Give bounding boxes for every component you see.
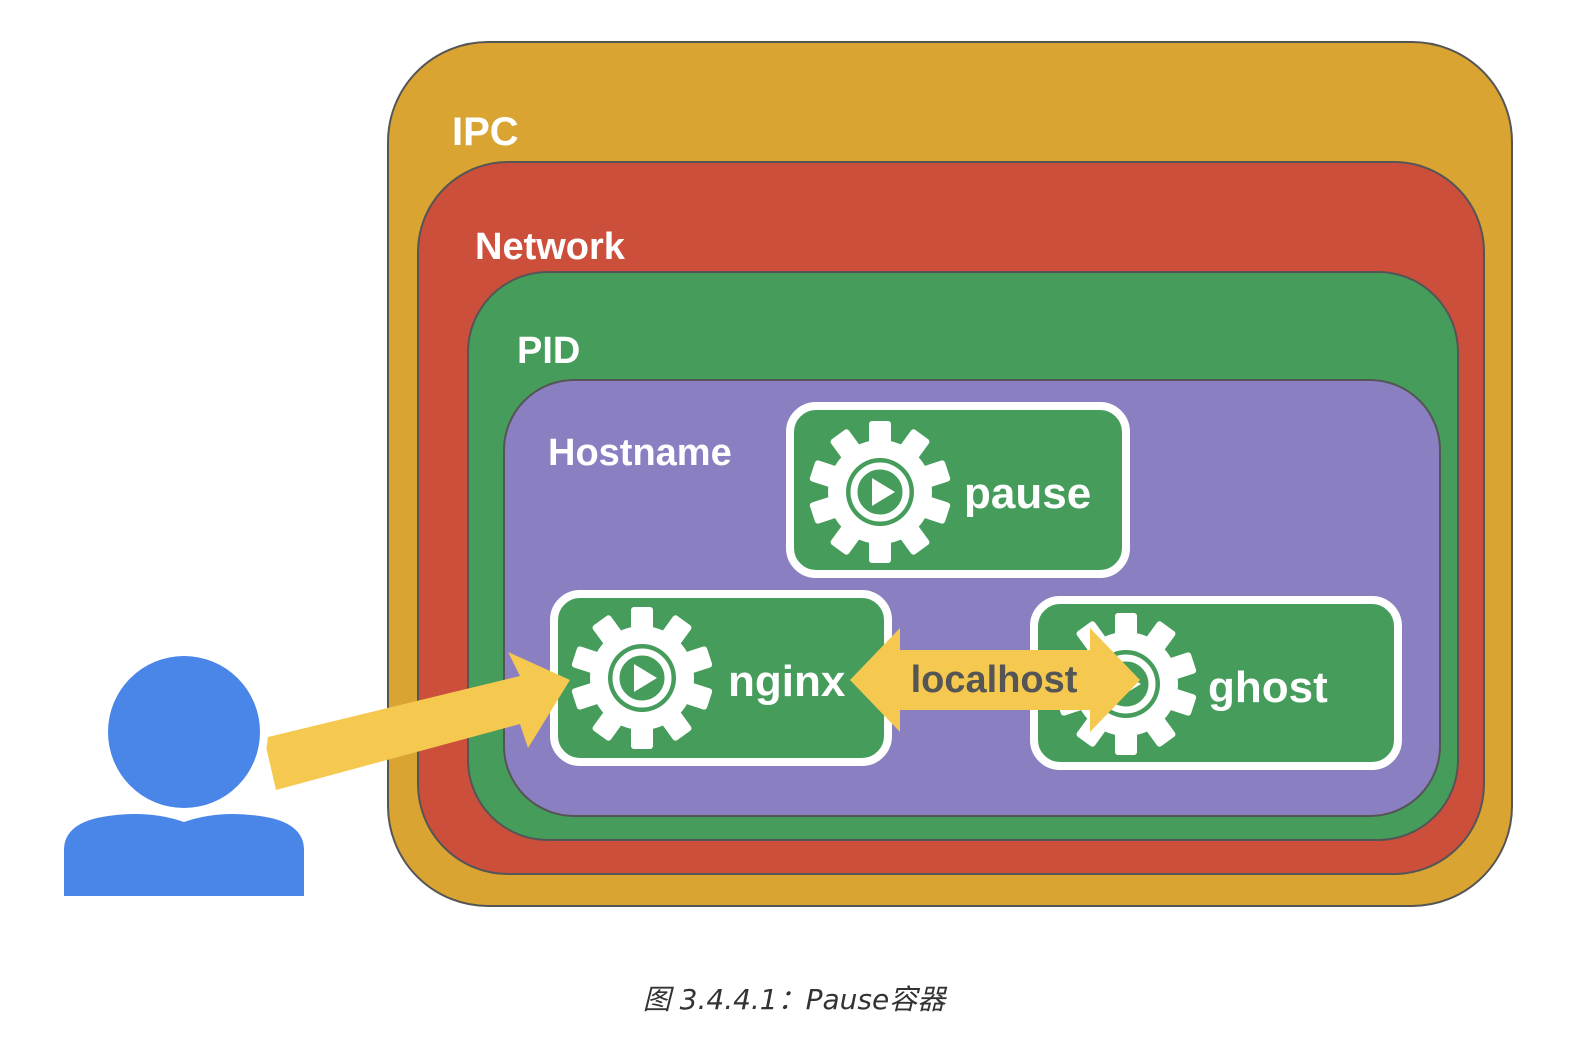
ghost-container: ghost xyxy=(1030,596,1402,770)
hostname-label: Hostname xyxy=(548,432,732,474)
network-label: Network xyxy=(475,226,626,268)
pause-container-diagram: IPC Network PID Hostname pause nginx gho… xyxy=(64,41,1513,907)
user-icon xyxy=(64,648,304,896)
nginx-container: nginx xyxy=(550,590,892,766)
figure-caption: 图 3.4.4.1：Pause容器 xyxy=(642,983,946,1016)
pause-label: pause xyxy=(964,469,1091,518)
pid-label: PID xyxy=(517,330,580,372)
pause-container: pause xyxy=(786,402,1130,578)
user-to-nginx-arrow xyxy=(264,652,570,790)
ghost-label: ghost xyxy=(1208,663,1328,712)
localhost-arrow: localhost xyxy=(850,628,1140,732)
nginx-label: nginx xyxy=(728,657,846,706)
localhost-label: localhost xyxy=(911,659,1078,701)
ipc-label: IPC xyxy=(452,110,519,154)
